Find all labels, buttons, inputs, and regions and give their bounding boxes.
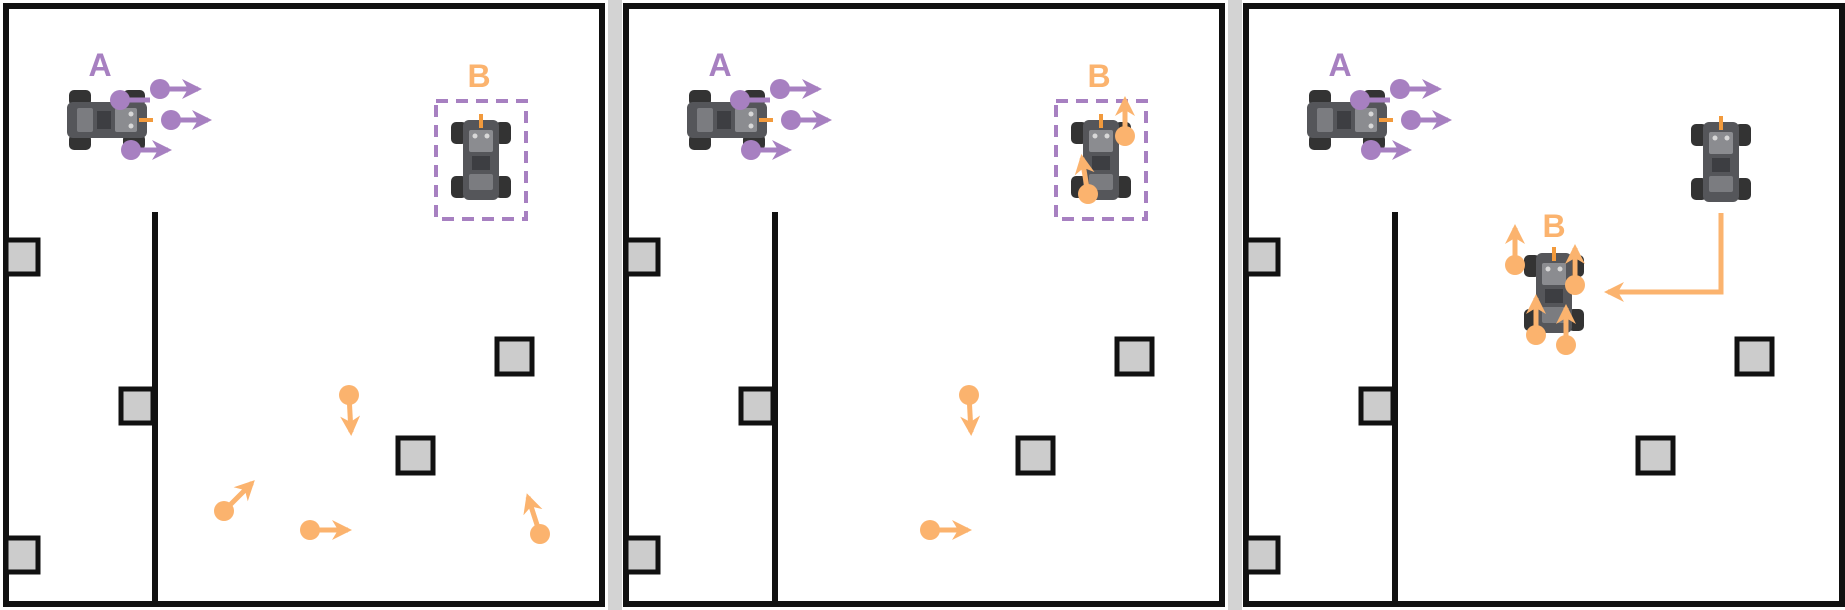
particle-arrow-icon [214,385,550,544]
particle-arrow-icon [1505,224,1585,355]
arena [6,6,602,604]
robot-b-label: B [1087,58,1110,94]
robot-a-label: A [708,47,731,83]
particle-arrow-icon [1350,79,1452,160]
path-arrow [1604,213,1724,302]
panel-1: A B [6,6,602,604]
panel-separator [1228,0,1242,610]
panel-2: A B [626,6,1222,604]
robot-a-label: A [88,47,111,83]
robot-a-label: A [1328,47,1351,83]
panel-separator [608,0,622,610]
particle-arrow-icon [920,96,1135,540]
robot-b-label: B [467,58,490,94]
robot-b-label: B [1542,208,1565,244]
arena [626,6,1222,604]
particle-arrow-icon [110,79,212,160]
particle-arrow-icon [730,79,832,160]
panel-3: A B [1246,6,1842,604]
robot-b-bounding-box [434,99,528,221]
robot-b-bounding-box [1054,99,1148,221]
